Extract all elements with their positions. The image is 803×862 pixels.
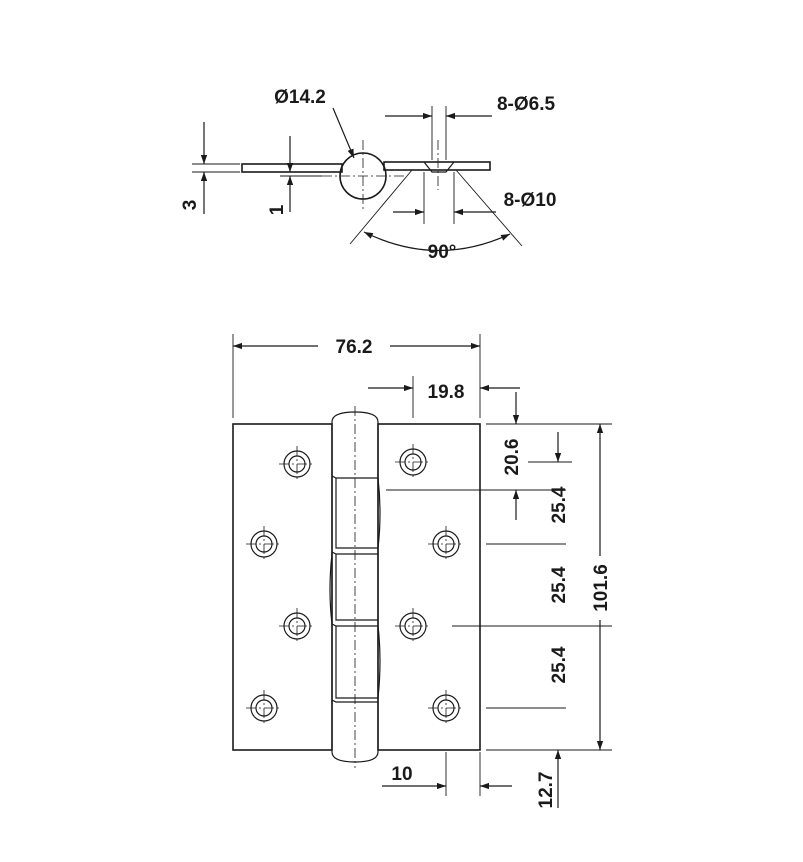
knuckle-diameter-leader [332,107,355,159]
knuckle-diameter-label: Ø14.2 [274,87,326,108]
angle-ray-left [349,169,413,245]
side-countersink [423,161,455,173]
spacing-label-2: 25.4 [549,566,570,603]
top-hole-label: 20.6 [502,439,523,476]
angle-ray-right [455,169,523,247]
front-left-leaf [232,423,333,751]
right-hole-4 [428,690,464,726]
left-hole-2 [246,526,282,562]
spacing-label-3: 25.4 [549,646,570,683]
bottom-offset-label: 12.7 [536,772,557,809]
left-hole-1 [279,446,315,482]
thickness-label: 3 [180,200,201,211]
front-right-leaf [377,423,481,751]
right-hole-3 [395,608,431,644]
left-hole-4 [246,690,282,726]
screw-hole-label: 8-Ø6.5 [497,94,556,115]
hole-offset-label: 19.8 [428,382,465,403]
right-hole-2 [428,526,464,562]
left-hole-3 [279,608,315,644]
edge-offset-label: 10 [391,764,412,785]
spacing-label-1: 25.4 [549,486,570,523]
width-label: 76.2 [336,337,373,358]
front-view: 76.2 19.8 20.6 25.4 25.4 25.4 101.6 10 [232,334,612,809]
front-knuckle [329,406,381,768]
angle-label: 90° [428,242,457,263]
right-hole-1 [395,444,431,480]
side-view: Ø14.2 8-Ø6.5 8-Ø10 3 1 90° [180,87,556,263]
height-label: 101.6 [591,564,612,612]
offset-label: 1 [267,204,288,215]
angle-arc [363,231,511,252]
side-right-leaf [383,161,491,171]
countersink-label: 8-Ø10 [504,190,557,211]
side-left-leaf [241,163,343,173]
